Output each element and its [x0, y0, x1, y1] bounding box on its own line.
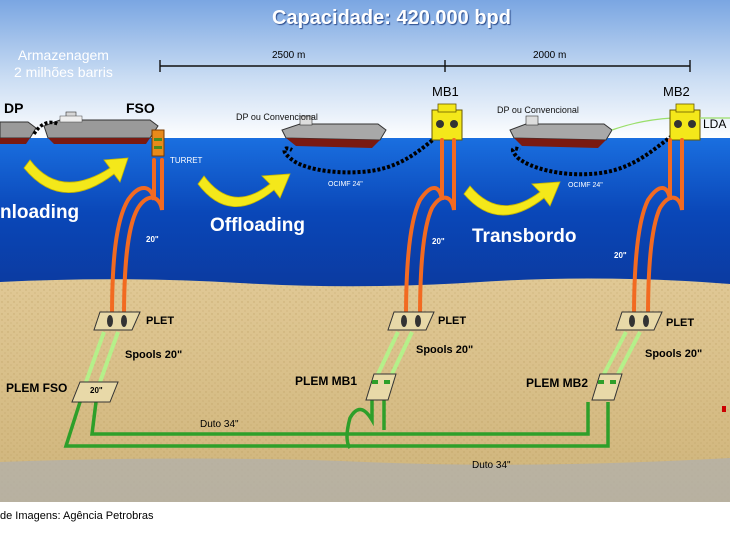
- distance-2000: 2000 m: [533, 50, 567, 61]
- offloading-arrow: [197, 173, 291, 207]
- hose-label-2: OCIMF 24": [568, 182, 603, 189]
- mb2-buoy: [669, 103, 701, 141]
- plem-mb2-label: PLEM MB2: [526, 376, 589, 390]
- plet-label-3: PLET: [666, 317, 695, 329]
- turret: [151, 129, 165, 157]
- duct-label-1: Duto 34": [200, 419, 239, 430]
- spools-label-3: Spools 20": [645, 348, 703, 360]
- offloading-ship: [281, 115, 387, 148]
- offloading-hose: [282, 132, 442, 175]
- unloading-arrow: [23, 157, 129, 193]
- dp-label: DP: [4, 100, 24, 116]
- storage-line1: Armazenagem: [17, 47, 109, 63]
- plets: [93, 311, 663, 331]
- fso-label: FSO: [126, 100, 155, 116]
- seabed-bottom: [0, 458, 730, 502]
- riser-size-1: 20": [146, 235, 159, 244]
- transbordo-label: Transbordo: [472, 226, 577, 247]
- spools-label-1: Spools 20": [125, 349, 183, 361]
- image-credit: de Imagens: Agência Petrobras: [0, 510, 154, 522]
- fso-ship: [43, 111, 159, 144]
- riser-size-2: 20": [432, 237, 445, 246]
- plem-mb1-label: PLEM MB1: [295, 374, 358, 388]
- mb2-label: MB2: [663, 84, 690, 99]
- riser-size-3: 20": [614, 251, 627, 260]
- risers: [110, 138, 684, 320]
- mb1-label: MB1: [432, 84, 459, 99]
- mb1-buoy: [431, 103, 463, 141]
- unloading-label: nloading: [0, 202, 80, 223]
- hose-label-1: OCIMF 24": [328, 181, 363, 188]
- transbordo-hose: [511, 134, 674, 177]
- spools-label-2: Spools 20": [416, 344, 474, 356]
- pipelines: [63, 392, 610, 450]
- spools: [84, 331, 642, 383]
- distance-line: [159, 60, 691, 72]
- plem-fso-size: 20": [90, 386, 103, 395]
- lda-label: LDA: [703, 117, 727, 131]
- sky: [0, 0, 730, 140]
- duct-label-2: Duto 34": [472, 460, 511, 471]
- capacity-title: Capacidade: 420.000 bpd: [272, 7, 511, 29]
- plet-label-2: PLET: [438, 315, 467, 327]
- turret-label: TURRET: [170, 156, 203, 165]
- dp-ship: [0, 121, 37, 144]
- dp-conv-label-1: DP ou Convencional: [236, 112, 318, 122]
- storage-line2: 2 milhões barris: [14, 63, 113, 80]
- plet-label-1: PLET: [146, 315, 175, 327]
- plem-valves: [372, 380, 616, 384]
- transbordo-arrow: [463, 181, 561, 216]
- dp-fso-hose: [32, 120, 59, 135]
- storage-label: Armazenagem 2 milhões barris: [14, 47, 113, 81]
- transbordo-ship: [509, 115, 613, 148]
- distance-2500: 2500 m: [272, 50, 306, 61]
- plem-fso-label: PLEM FSO: [6, 381, 68, 395]
- offloading-label: Offloading: [210, 215, 305, 236]
- dp-conv-label-2: DP ou Convencional: [497, 105, 579, 115]
